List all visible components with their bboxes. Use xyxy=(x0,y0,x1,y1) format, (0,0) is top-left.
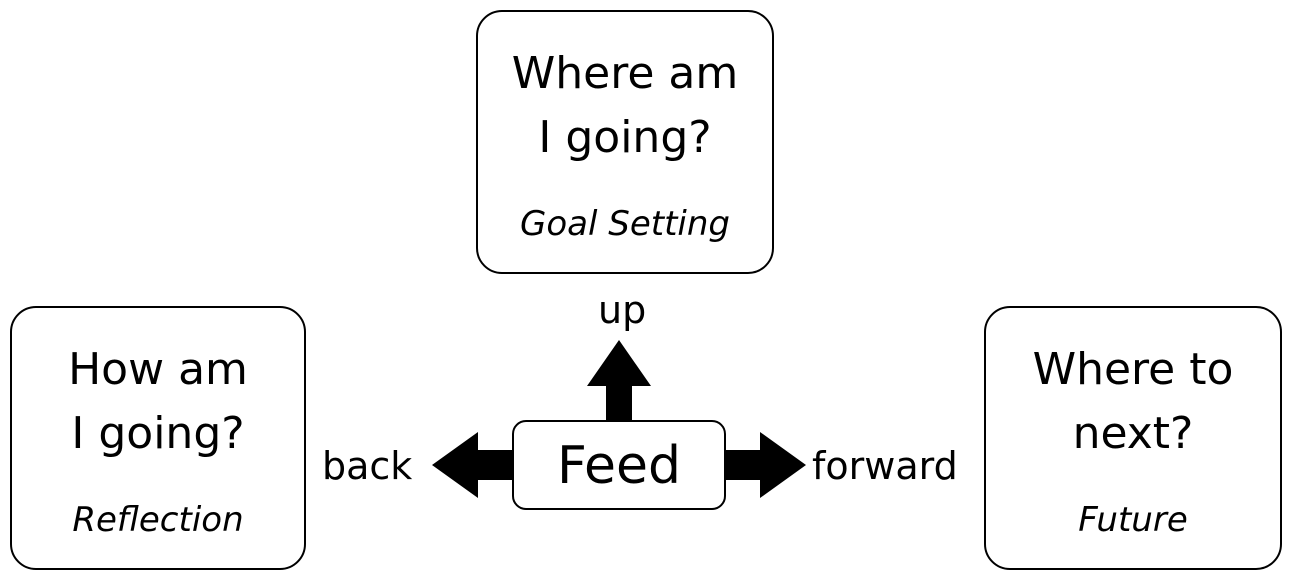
goal-setting-subtitle: Goal Setting xyxy=(520,204,730,244)
arrow-forward xyxy=(726,432,806,498)
goal-setting-question: Where am I going? xyxy=(511,48,739,163)
goal-setting-box: Where am I going? Goal Setting xyxy=(476,10,774,274)
direction-label-up: up xyxy=(598,288,647,332)
reflection-question: How am I going? xyxy=(68,344,248,459)
future-box: Where to next? Future xyxy=(984,306,1282,570)
feed-label: Feed xyxy=(556,436,682,496)
future-question: Where to next? xyxy=(1032,344,1234,459)
arrow-back xyxy=(432,432,512,498)
reflection-subtitle: Reflection xyxy=(72,500,244,540)
arrow-up xyxy=(587,340,651,420)
reflection-box: How am I going? Reflection xyxy=(10,306,306,570)
direction-label-back: back xyxy=(322,444,413,488)
future-subtitle: Future xyxy=(1078,500,1188,540)
direction-label-forward: forward xyxy=(812,444,958,488)
feed-box: Feed xyxy=(512,420,726,510)
